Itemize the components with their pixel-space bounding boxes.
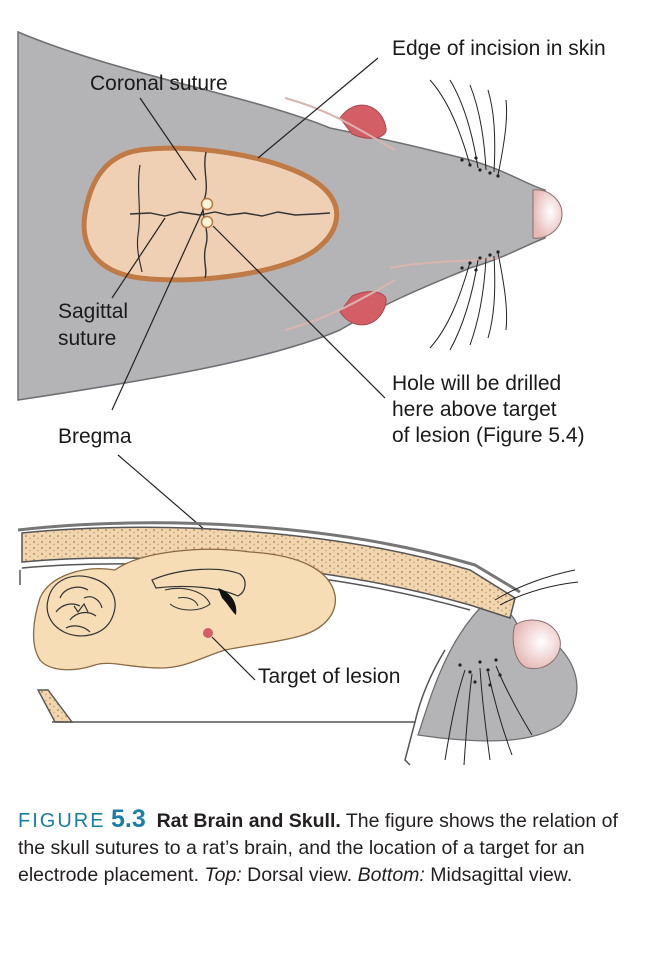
label-sagittal-suture-line2: suture [58, 327, 116, 350]
label-hole-line3: of lesion (Figure 5.4) [392, 424, 585, 447]
bregma-hole [200, 197, 214, 211]
figure-caption: FIGURE 5.3 Rat Brain and Skull. The figu… [18, 806, 648, 889]
label-hole-line2: here above target [392, 398, 557, 421]
sagittal-suture [129, 211, 331, 217]
label-sagittal-suture-line1: Sagittal [58, 300, 128, 323]
caption-figure-word: FIGURE [18, 810, 106, 832]
caption-figure-number: 5.3 [110, 805, 146, 833]
cerebellum [46, 575, 116, 637]
nose-sagittal [512, 619, 561, 670]
label-bregma: Bregma [58, 425, 132, 448]
caption-title: Rat Brain and Skull. [156, 810, 341, 832]
ear-upper [339, 104, 387, 139]
whisker-pads-dorsal [460, 156, 500, 272]
corpus-callosum [151, 568, 246, 597]
label-target-of-lesion: Target of lesion [258, 665, 400, 688]
dorsal-leader-lines [111, 57, 386, 411]
lesion-target [203, 628, 213, 638]
caption-bottom-label: Bottom: [357, 864, 425, 886]
rat-brain-skull-diagram: Edge of incision in skin Coronal suture … [17, 30, 606, 766]
exposed-skull [81, 145, 340, 283]
target-hole [200, 215, 214, 229]
midsagittal-view: Target of lesion [17, 454, 579, 766]
label-hole-line1: Hole will be drilled [392, 372, 561, 395]
skull-base-sagittal [36, 689, 74, 723]
label-edge-of-incision: Edge of incision in skin [392, 37, 606, 60]
caption-text: The figure shows the relation of the sku… [18, 810, 618, 886]
lateral-ventricle [218, 588, 237, 615]
ear-lower [339, 291, 387, 326]
whiskers-sagittal [444, 569, 579, 766]
whiskers-dorsal [429, 79, 508, 351]
label-coronal-suture: Coronal suture [90, 72, 228, 95]
dorsal-view: Edge of incision in skin Coronal suture … [17, 30, 606, 448]
caption-bottom-text: Midsagittal view. [424, 864, 573, 886]
caption-top-text: Dorsal view. [241, 864, 358, 886]
caption-top-label: Top: [204, 864, 242, 886]
nose-dorsal [532, 189, 563, 239]
